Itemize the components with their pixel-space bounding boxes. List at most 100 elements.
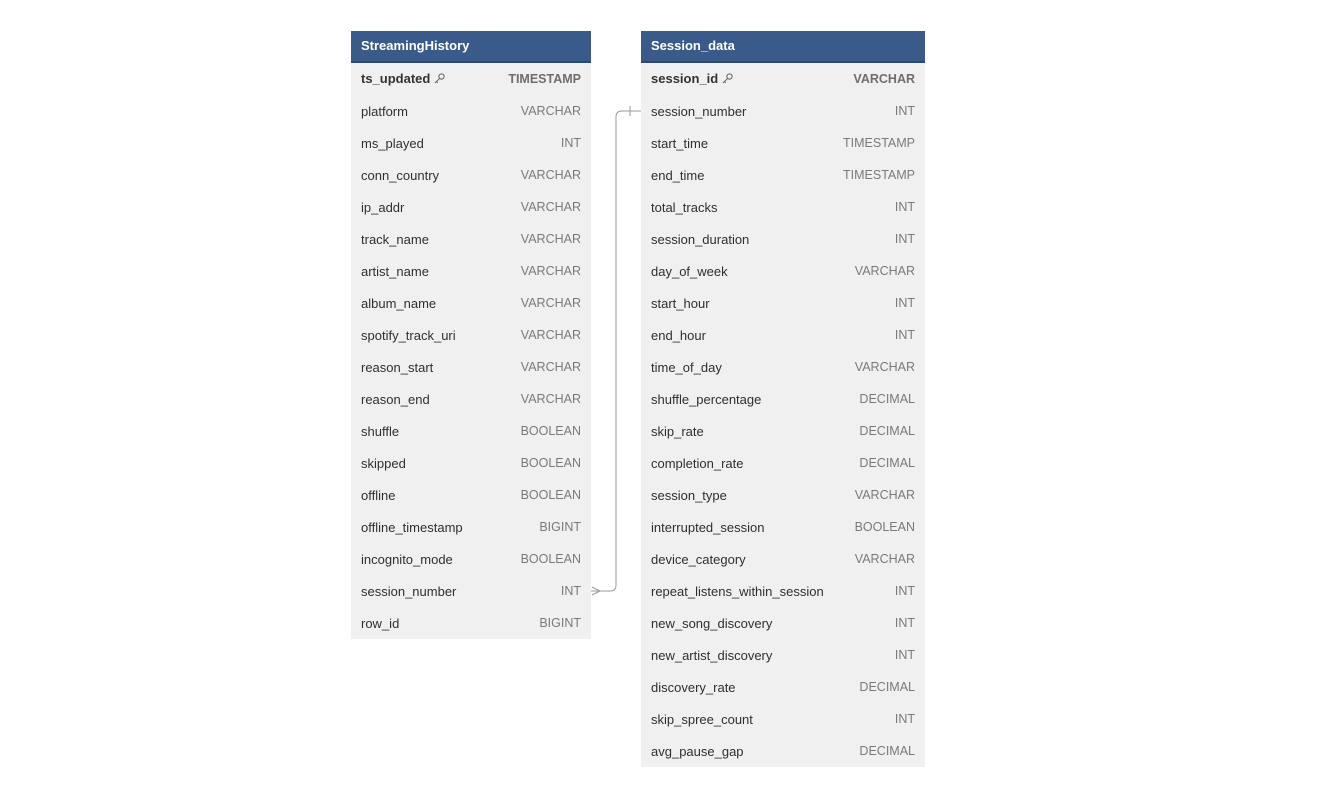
column-name: reason_end: [361, 392, 430, 407]
table-row[interactable]: artist_name VARCHAR: [351, 255, 591, 287]
column-type: DECIMAL: [859, 456, 915, 470]
column-name-text: reason_start: [361, 359, 434, 375]
column-name-text: new_artist_discovery: [651, 647, 773, 663]
column-name-text: session_duration: [651, 231, 750, 247]
column-name-text: skip_spree_count: [651, 711, 753, 727]
column-name: shuffle: [361, 424, 399, 439]
column-name-text: session_number: [361, 583, 457, 599]
column-name-text: album_name: [361, 295, 437, 311]
column-type: BOOLEAN: [520, 424, 581, 438]
column-type: VARCHAR: [520, 328, 581, 342]
table-header[interactable]: Session_data: [641, 31, 925, 63]
table-row[interactable]: avg_pause_gap DECIMAL: [641, 735, 925, 767]
column-name-text: discovery_rate: [651, 679, 736, 695]
table-row[interactable]: device_category VARCHAR: [641, 543, 925, 575]
column-name: device_category: [651, 552, 746, 567]
column-name-text: device_category: [651, 551, 746, 567]
table-row[interactable]: reason_start VARCHAR: [351, 351, 591, 383]
table-row[interactable]: shuffle BOOLEAN: [351, 415, 591, 447]
column-name-text: start_hour: [651, 295, 710, 311]
column-name: completion_rate: [651, 456, 744, 471]
column-name-text: incognito_mode: [361, 551, 453, 567]
table-row[interactable]: repeat_listens_within_session INT: [641, 575, 925, 607]
column-name-text: track_name: [361, 231, 429, 247]
column-name-text: ms_played: [361, 135, 424, 151]
table-row[interactable]: incognito_mode BOOLEAN: [351, 543, 591, 575]
column-name-text: session_id: [651, 71, 719, 86]
column-type: INT: [894, 104, 915, 118]
column-type: DECIMAL: [859, 744, 915, 758]
column-name-text: skipped: [361, 455, 406, 471]
column-name: offline: [361, 488, 395, 503]
column-name-text: end_hour: [651, 327, 706, 343]
column-name: skip_spree_count: [651, 712, 753, 727]
table-row[interactable]: start_time TIMESTAMP: [641, 127, 925, 159]
column-type: INT: [894, 328, 915, 342]
table-row[interactable]: skip_rate DECIMAL: [641, 415, 925, 447]
column-name-text: ts_updated: [361, 71, 431, 86]
table-row[interactable]: album_name VARCHAR: [351, 287, 591, 319]
column-name-text: reason_end: [361, 391, 430, 407]
column-name: interrupted_session: [651, 520, 764, 535]
column-type: VARCHAR: [520, 264, 581, 278]
column-name: start_time: [651, 136, 708, 151]
column-type: VARCHAR: [854, 552, 915, 566]
column-name-text: avg_pause_gap: [651, 743, 744, 759]
table-row[interactable]: skipped BOOLEAN: [351, 447, 591, 479]
table-row[interactable]: session_number INT: [351, 575, 591, 607]
column-name: end_hour: [651, 328, 706, 343]
column-name: skip_rate: [651, 424, 704, 439]
many-cardinality-marker: [591, 586, 602, 596]
column-name: shuffle_percentage: [651, 392, 761, 407]
column-type: DECIMAL: [859, 424, 915, 438]
column-type: VARCHAR: [520, 360, 581, 374]
column-name: session_number: [361, 584, 456, 599]
table-row[interactable]: end_hour INT: [641, 319, 925, 351]
relationship-line[interactable]: [591, 110, 641, 592]
column-name: ts_updated: [361, 71, 445, 87]
column-type: TIMESTAMP: [843, 136, 915, 150]
table-header[interactable]: StreamingHistory: [351, 31, 591, 63]
column-type: BOOLEAN: [520, 552, 581, 566]
column-name: row_id: [361, 616, 399, 631]
column-type: INT: [894, 584, 915, 598]
column-name-text: artist_name: [361, 263, 429, 279]
column-type: VARCHAR: [520, 296, 581, 310]
column-type: BOOLEAN: [520, 456, 581, 470]
column-name: total_tracks: [651, 200, 717, 215]
table-row[interactable]: completion_rate DECIMAL: [641, 447, 925, 479]
column-name-text: start_time: [651, 135, 709, 151]
column-type: INT: [560, 584, 581, 598]
column-name-text: repeat_listens_within_session: [651, 583, 824, 599]
